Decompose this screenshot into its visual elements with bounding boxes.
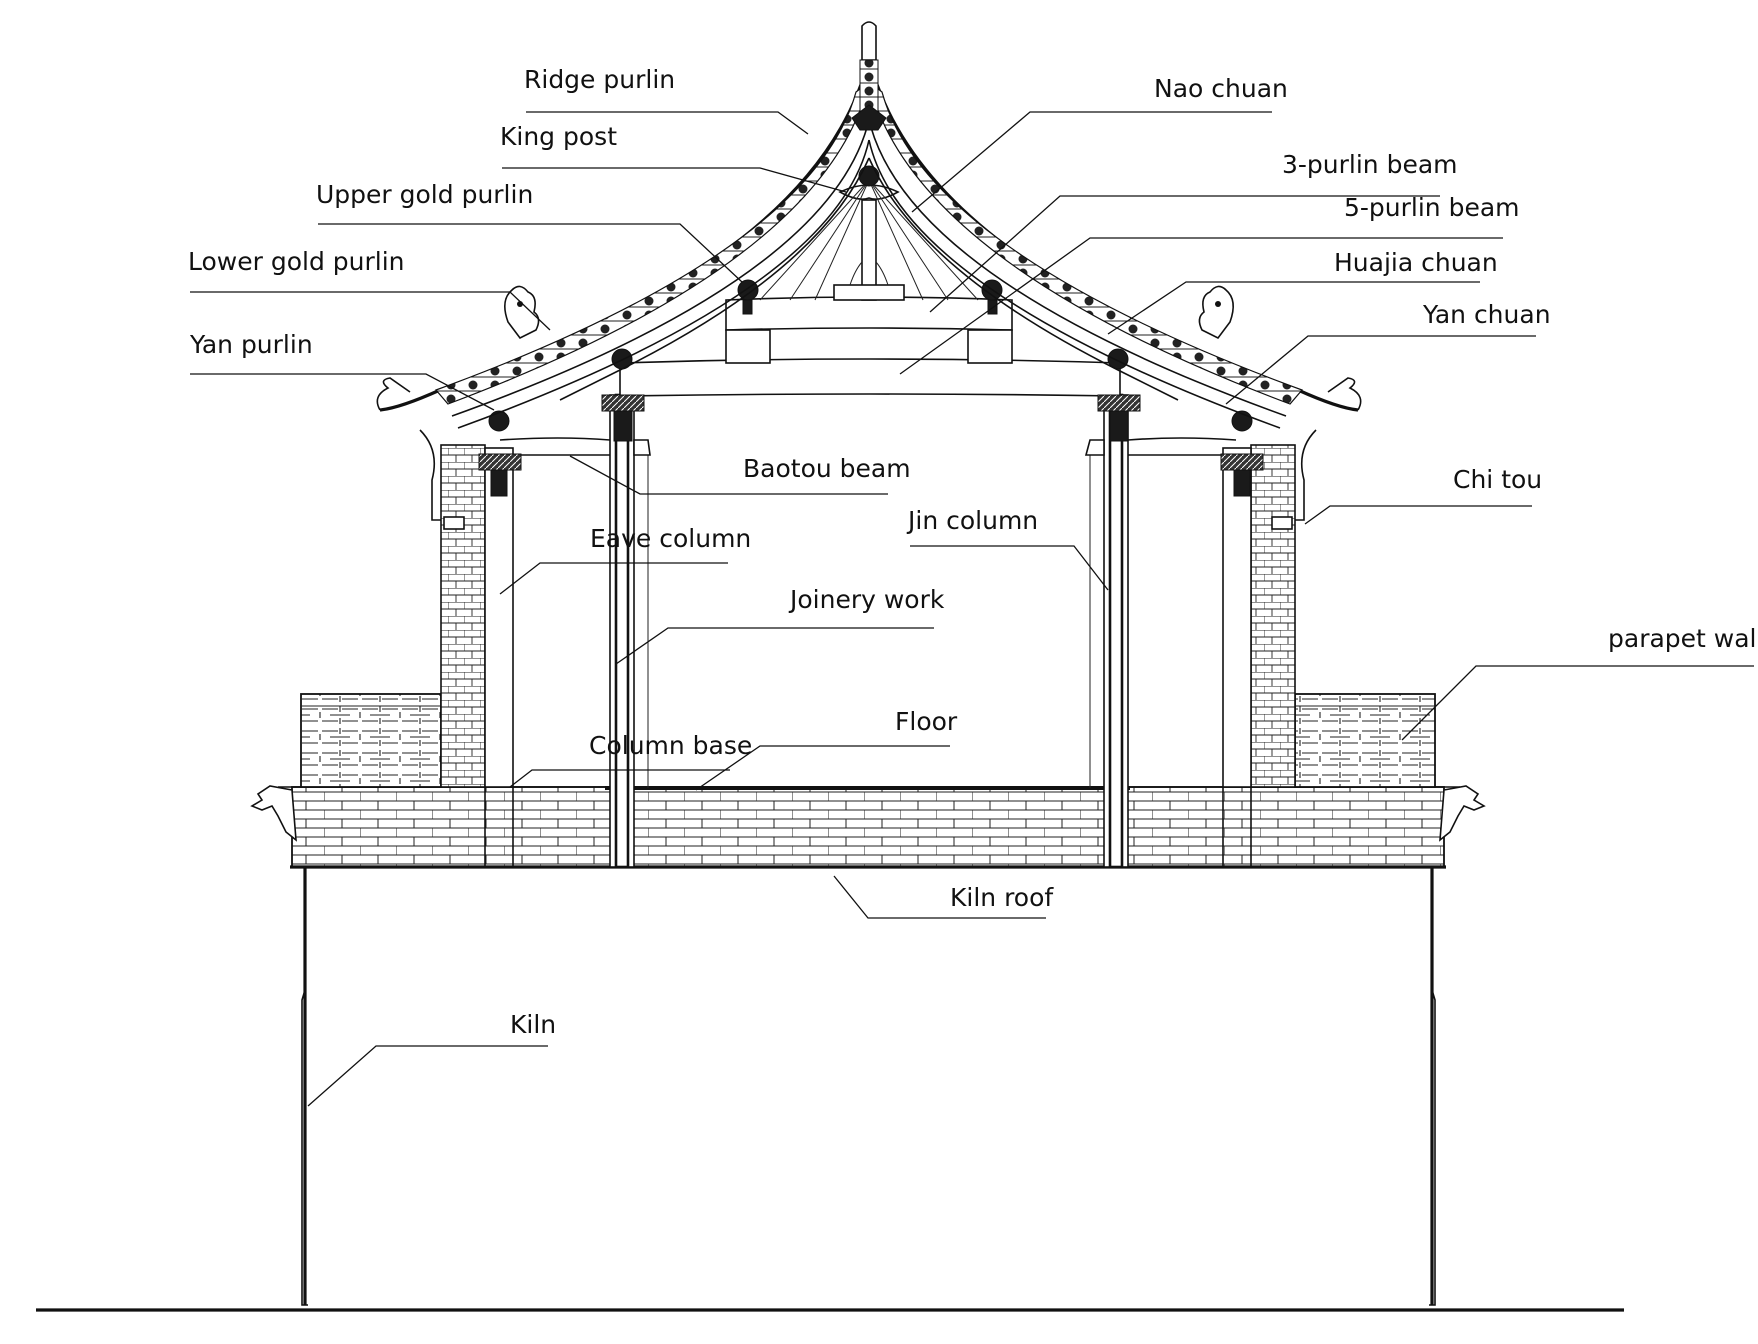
label-yan-chuan: Yan chuan [1422,300,1551,329]
label-eave-column: Eave column [590,524,751,553]
label-lower-gold-purlin: Lower gold purlin [188,247,405,276]
baotou-beam [499,437,1237,456]
label-king-post: King post [500,122,617,151]
label-kiln-roof: Kiln roof [950,883,1054,912]
label-nao-chuan: Nao chuan [1154,74,1288,103]
right-brick-wall [1250,429,1317,788]
label-chi-tou: Chi tou [1453,465,1542,494]
right-parapet-wall [1294,693,1436,788]
label-five-purlin-beam: 5-purlin beam [1344,193,1520,222]
label-joinery-work: Joinery work [788,585,945,614]
left-parapet-wall [300,693,442,788]
label-kiln: Kiln [510,1010,556,1039]
kiln-roof-platform [250,785,1486,869]
label-three-purlin-beam: 3-purlin beam [1282,150,1458,179]
purlins [478,165,1264,497]
label-yan-purlin: Yan purlin [189,330,313,359]
right-dragon-ornament-icon [1439,785,1486,842]
label-column-base: Column base [589,731,752,760]
right-eave-column [1222,447,1252,788]
leader-lines [190,111,1754,1107]
left-jin-column [609,393,635,869]
label-floor: Floor [895,707,958,736]
label-baotou-beam: Baotou beam [743,454,911,483]
left-eave-column [484,447,514,788]
label-jin-column: Jin column [906,506,1038,535]
left-brick-wall [419,429,486,788]
three-purlin-beam [725,296,1013,364]
five-purlin-beam [619,358,1121,397]
labels: Ridge purlin King post Upper gold purlin… [188,65,1758,1039]
yan-purlin-left [488,410,510,432]
label-upper-gold-purlin: Upper gold purlin [316,180,533,209]
right-roof-ornament-icon [1198,285,1234,340]
ridge-finial-icon [861,21,877,61]
left-roof-ornament-icon [504,285,540,340]
label-ridge-purlin: Ridge purlin [524,65,675,94]
label-parapet-wall: parapet wall [1608,624,1758,653]
label-huajia-chuan: Huajia chuan [1334,248,1498,277]
king-post [759,179,979,301]
kiln-body [301,868,1436,1306]
roof [376,21,1362,429]
left-dragon-ornament-icon [250,785,297,842]
right-jin-column [1103,393,1129,869]
ridge-purlin [858,165,880,187]
